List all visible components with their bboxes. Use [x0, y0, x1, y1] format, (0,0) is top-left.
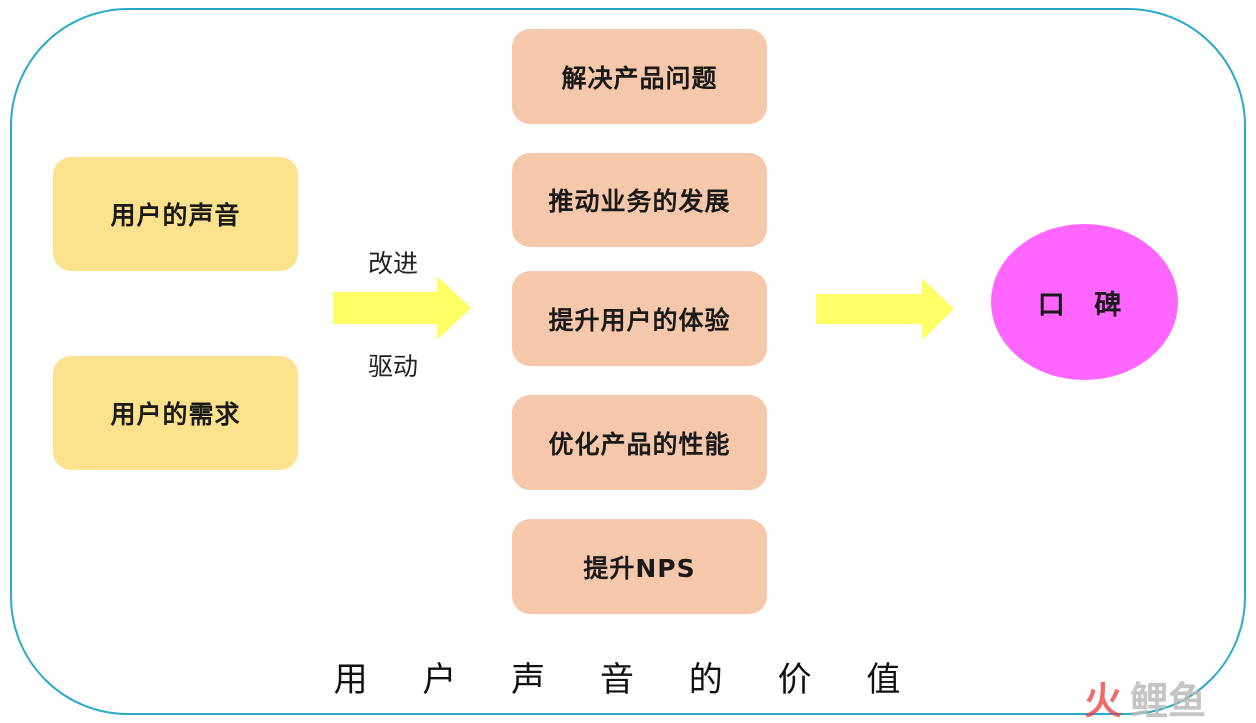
input-box-needs: 用户的需求 — [53, 356, 298, 470]
right-arrow-icon — [816, 278, 954, 340]
outcome-box-3: 提升用户的体验 — [512, 271, 767, 366]
outcome-box-3-label: 提升用户的体验 — [548, 305, 731, 335]
outcome-box-1-label: 解决产品问题 — [561, 63, 718, 93]
input-box-voice: 用户的声音 — [53, 157, 298, 271]
outcome-box-4-label: 优化产品的性能 — [548, 429, 731, 459]
input-box-needs-label: 用户的需求 — [110, 400, 241, 429]
result-ellipse: 口 碑 — [991, 224, 1178, 380]
outcome-box-4: 优化产品的性能 — [512, 395, 767, 490]
result-label: 口 碑 — [1037, 289, 1132, 321]
outcome-box-1: 解决产品问题 — [512, 29, 767, 124]
watermark-logo: 火 鲤鱼 — [1084, 679, 1206, 720]
arrow-label-drive: 驱动 — [368, 352, 419, 381]
diagram-title: 用 户 声 音 的 价 值 — [333, 660, 923, 700]
right-arrow-icon — [333, 276, 471, 340]
outcome-box-2-label: 推动业务的发展 — [548, 187, 731, 216]
outcome-box-2: 推动业务的发展 — [512, 153, 767, 247]
input-box-voice-label: 用户的声音 — [110, 201, 241, 230]
right-arrow-shape — [333, 276, 471, 340]
outcome-box-5: 提升NPS — [512, 519, 767, 614]
watermark-text-gray: 鲤鱼 — [1130, 679, 1206, 720]
right-arrow-shape — [816, 278, 954, 340]
watermark-text: 火 — [1084, 679, 1122, 720]
outcome-box-5-label: 提升NPS — [583, 553, 696, 583]
arrow-label-improve: 改进 — [368, 249, 419, 278]
